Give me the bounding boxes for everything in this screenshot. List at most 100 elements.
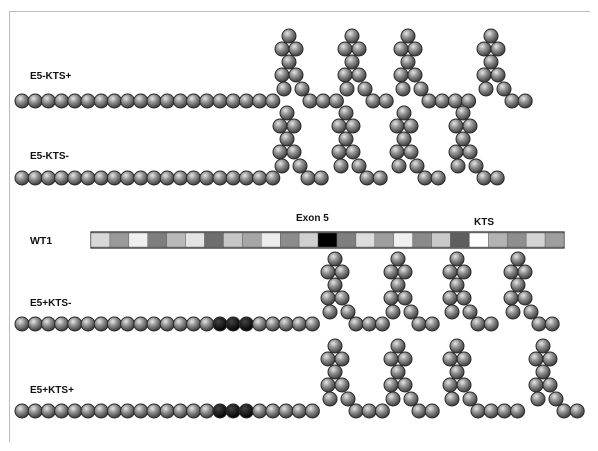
- residue: [252, 170, 268, 186]
- residue: [54, 93, 70, 109]
- gene-segment: [374, 232, 394, 248]
- linker-residue: [483, 403, 499, 419]
- finger-residue: [286, 118, 302, 134]
- finger-residue: [292, 158, 308, 174]
- finger-residue: [279, 131, 295, 147]
- linker-residue: [510, 403, 526, 419]
- finger-residue: [383, 377, 399, 393]
- finger-residue: [397, 351, 413, 367]
- finger-residue: [468, 158, 484, 174]
- residue: [146, 170, 162, 186]
- label-e5-kts-minus: E5-KTS-: [30, 151, 69, 162]
- residue: [40, 403, 56, 419]
- gene-segment: [261, 232, 281, 248]
- residue: [120, 93, 136, 109]
- residue: [93, 93, 109, 109]
- residue: [40, 170, 56, 186]
- finger-residue: [389, 118, 405, 134]
- gene-segment: [90, 232, 111, 248]
- residue: [120, 170, 136, 186]
- finger-residue: [383, 351, 399, 367]
- residue: [133, 316, 149, 332]
- finger-residue: [327, 251, 343, 267]
- finger-residue: [338, 131, 354, 147]
- linker-residue: [430, 170, 446, 186]
- residue: [54, 403, 70, 419]
- label-wt1: WT1: [30, 235, 52, 247]
- finger-residue: [320, 264, 336, 280]
- finger-residue: [281, 28, 297, 44]
- finger-residue: [449, 277, 465, 293]
- residue: [291, 316, 307, 332]
- residue: [27, 93, 43, 109]
- residue: [238, 93, 254, 109]
- finger-residue: [389, 144, 405, 160]
- linker-residue: [361, 316, 377, 332]
- finger-residue: [274, 67, 290, 83]
- finger-residue: [279, 105, 295, 121]
- finger-residue: [448, 118, 464, 134]
- gene-segment: [355, 232, 376, 248]
- residue: [186, 170, 202, 186]
- residue: [146, 316, 162, 332]
- linker-residue: [411, 316, 427, 332]
- finger-residue: [294, 81, 310, 97]
- finger-residue: [462, 118, 478, 134]
- residue: [159, 93, 175, 109]
- finger-residue: [535, 338, 551, 354]
- finger-residue: [490, 67, 506, 83]
- residue: [27, 170, 43, 186]
- residue: [265, 93, 281, 109]
- finger-residue: [503, 290, 519, 306]
- linker-residue: [434, 93, 450, 109]
- finger-residue: [442, 290, 458, 306]
- label-e5-kts-plus: E5-KTS+: [30, 71, 72, 82]
- finger-residue: [517, 264, 533, 280]
- finger-residue: [444, 391, 460, 407]
- finger-residue: [503, 264, 519, 280]
- linker-residue: [517, 93, 533, 109]
- finger-residue: [390, 364, 406, 380]
- gene-segment: [147, 232, 167, 248]
- finger-residue: [542, 377, 558, 393]
- linker-residue: [411, 403, 427, 419]
- finger-residue: [448, 144, 464, 160]
- label-kts: KTS: [474, 217, 494, 228]
- finger-residue: [456, 264, 472, 280]
- linker-residue: [372, 170, 388, 186]
- finger-residue: [340, 391, 356, 407]
- residue: [186, 403, 202, 419]
- residue: [212, 170, 228, 186]
- finger-residue: [395, 81, 411, 97]
- linker-residue: [374, 316, 390, 332]
- gene-segment: [128, 232, 148, 248]
- finger-residue: [281, 54, 297, 70]
- exon5-residue: [225, 403, 241, 419]
- finger-residue: [456, 290, 472, 306]
- linker-residue: [313, 170, 329, 186]
- finger-residue: [344, 28, 360, 44]
- residue: [106, 316, 122, 332]
- finger-residue: [510, 251, 526, 267]
- linker-residue: [461, 93, 477, 109]
- gene-segment: [298, 232, 319, 248]
- finger-residue: [396, 105, 412, 121]
- residue: [27, 403, 43, 419]
- residue: [27, 316, 43, 332]
- finger-residue: [320, 377, 336, 393]
- linker-residue: [544, 316, 560, 332]
- label-e5plus-kts-minus: E5+KTS-: [30, 298, 71, 309]
- residue: [146, 93, 162, 109]
- residue: [80, 316, 96, 332]
- residue: [106, 403, 122, 419]
- residue: [14, 170, 30, 186]
- gene-segment: [185, 232, 205, 248]
- finger-residue: [403, 304, 419, 320]
- finger-residue: [390, 277, 406, 293]
- residue: [67, 93, 83, 109]
- finger-residue: [413, 81, 429, 97]
- finger-residue: [478, 81, 494, 97]
- finger-residue: [334, 351, 350, 367]
- residue: [291, 403, 307, 419]
- residue: [172, 93, 188, 109]
